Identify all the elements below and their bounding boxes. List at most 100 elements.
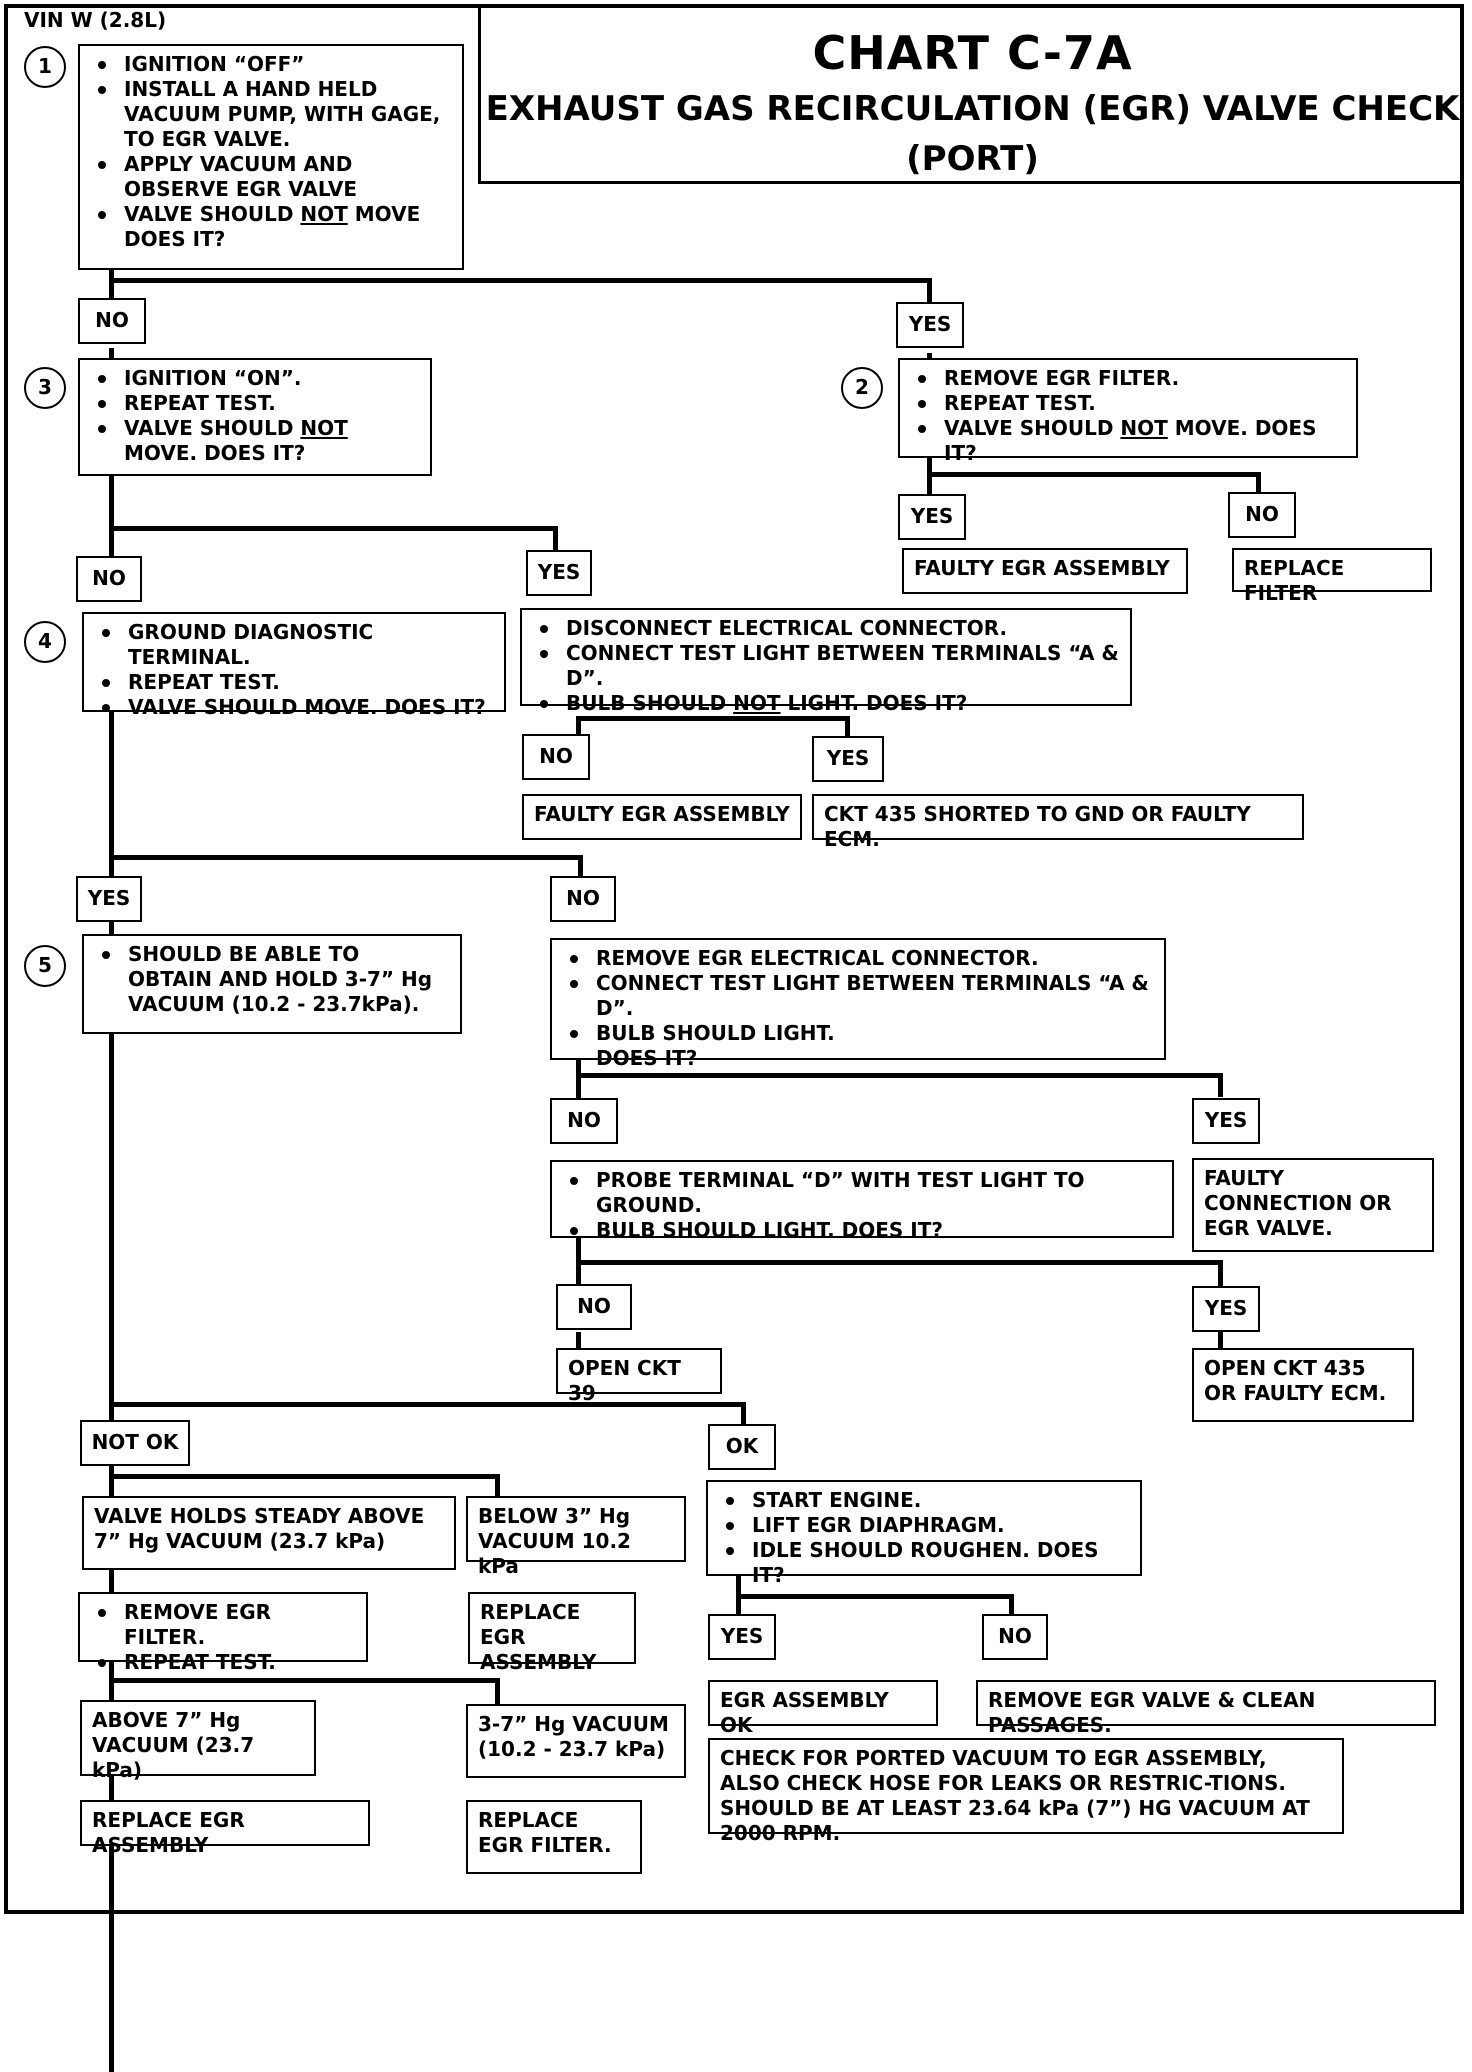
result-faulty-egr-1: FAULTY EGR ASSEMBLY bbox=[902, 548, 1188, 594]
step-2-item: REMOVE EGR FILTER. bbox=[910, 366, 1346, 391]
step-3-yes-label: YES bbox=[526, 550, 592, 596]
remove-filter-item: REMOVE EGR FILTER. bbox=[90, 1600, 356, 1650]
connector-line bbox=[576, 716, 850, 721]
remove-connector-yes-label: YES bbox=[1192, 1098, 1260, 1144]
connector-line bbox=[109, 475, 114, 559]
connector-line bbox=[495, 1678, 500, 1704]
connector-line bbox=[495, 1474, 500, 1496]
step-4-item: VALVE SHOULD MOVE. DOES IT? bbox=[94, 695, 494, 720]
step-1-item: IGNITION “OFF” bbox=[90, 52, 452, 77]
step-4-no-label: NO bbox=[550, 876, 616, 922]
connector-line bbox=[109, 712, 114, 2072]
connector-line bbox=[1218, 1332, 1223, 1348]
step-3-item: IGNITION “ON”. bbox=[90, 366, 420, 391]
step-2-question: VALVE SHOULD NOT MOVE. DOES IT? bbox=[910, 416, 1346, 466]
connector-line bbox=[927, 353, 932, 358]
result-ckt435-shorted: CKT 435 SHORTED TO GND OR FAULTY ECM. bbox=[812, 794, 1304, 851]
connector-line bbox=[1256, 472, 1261, 494]
start-engine-item: IDLE SHOULD ROUGHEN. DOES IT? bbox=[718, 1538, 1130, 1588]
remove-connector-box: REMOVE EGR ELECTRICAL CONNECTOR. CONNECT… bbox=[550, 938, 1166, 1070]
disconnect-yes-label: YES bbox=[812, 736, 884, 782]
connector-line bbox=[109, 278, 932, 283]
connector-line bbox=[109, 348, 114, 358]
step-2-no-label: NO bbox=[1228, 492, 1296, 538]
disconnect-no-label: NO bbox=[522, 734, 590, 780]
probe-item: PROBE TERMINAL “D” WITH TEST LIGHT TO GR… bbox=[562, 1168, 1162, 1218]
connector-line bbox=[736, 1576, 741, 1632]
result-faulty-egr-2: FAULTY EGR ASSEMBLY bbox=[522, 794, 802, 840]
connector-line bbox=[109, 270, 114, 302]
step-1-question: VALVE SHOULD NOT MOVE DOES IT? bbox=[90, 202, 452, 252]
step-4-item: GROUND DIAGNOSTIC TERMINAL. bbox=[94, 620, 494, 670]
remove-filter-item: REPEAT TEST. bbox=[90, 1650, 356, 1675]
result-remove-egr-valve: REMOVE EGR VALVE & CLEAN PASSAGES. bbox=[976, 1680, 1436, 1737]
chart-id: CHART C-7A bbox=[812, 26, 1133, 80]
step-3-question: VALVE SHOULD NOT MOVE. DOES IT? bbox=[90, 416, 420, 466]
step-3-no-label: NO bbox=[76, 556, 142, 602]
step-5-box: SHOULD BE ABLE TO OBTAIN AND HOLD 3-7” H… bbox=[82, 934, 462, 1034]
step-5-item: SHOULD BE ABLE TO OBTAIN AND HOLD 3-7” H… bbox=[94, 942, 450, 1017]
remove-connector-no-label: NO bbox=[550, 1098, 618, 1144]
chart-title: EXHAUST GAS RECIRCULATION (EGR) VALVE CH… bbox=[485, 89, 1460, 129]
step-1-no-label: NO bbox=[78, 298, 146, 344]
result-replace-egr-1: REPLACE EGR ASSEMBLY bbox=[468, 1592, 636, 1674]
disconnect-question: BULB SHOULD NOT LIGHT. DOES IT? bbox=[532, 691, 1120, 716]
step-3-circle: 3 bbox=[24, 367, 66, 409]
page-border bbox=[4, 4, 1464, 1914]
connector-line bbox=[109, 855, 583, 860]
step-4-box: GROUND DIAGNOSTIC TERMINAL. REPEAT TEST.… bbox=[82, 612, 506, 719]
disconnect-item: DISCONNECT ELECTRICAL CONNECTOR. bbox=[532, 616, 1120, 641]
step-4-item: REPEAT TEST. bbox=[94, 670, 494, 695]
result-replace-egr-filter: REPLACE EGR FILTER. bbox=[466, 1800, 642, 1874]
step-1-circle: 1 bbox=[24, 46, 66, 88]
step-2-box: REMOVE EGR FILTER. REPEAT TEST. VALVE SH… bbox=[898, 358, 1358, 465]
start-no-label: NO bbox=[982, 1614, 1048, 1660]
connector-line bbox=[576, 720, 581, 738]
connector-line bbox=[1218, 1073, 1223, 1097]
connector-line bbox=[109, 1402, 746, 1407]
connector-line bbox=[1009, 1594, 1014, 1620]
probe-terminal-box: PROBE TERMINAL “D” WITH TEST LIGHT TO GR… bbox=[550, 1160, 1174, 1242]
connector-line bbox=[576, 1260, 1223, 1265]
step-1-yes-label: YES bbox=[896, 302, 964, 348]
connector-line bbox=[576, 1073, 1223, 1078]
step-2-circle: 2 bbox=[841, 367, 883, 409]
result-check-ported-vacuum: CHECK FOR PORTED VACUUM TO EGR ASSEMBLY,… bbox=[708, 1738, 1344, 1845]
connector-line bbox=[109, 526, 558, 531]
result-replace-egr-2: REPLACE EGR ASSEMBLY bbox=[80, 1800, 370, 1857]
chart-subtitle: (PORT) bbox=[906, 139, 1039, 179]
step-4-yes-label: YES bbox=[76, 876, 142, 922]
disconnect-connector-box: DISCONNECT ELECTRICAL CONNECTOR. CONNECT… bbox=[520, 608, 1132, 715]
result-egr-assembly-ok: EGR ASSEMBLY OK bbox=[708, 1680, 938, 1737]
start-yes-label: YES bbox=[708, 1614, 776, 1660]
connector-line bbox=[927, 472, 1261, 477]
remove-connector-item: CONNECT TEST LIGHT BETWEEN TERMINALS “A … bbox=[562, 971, 1154, 1021]
connector-line bbox=[845, 716, 850, 736]
result-valve-holds-steady: VALVE HOLDS STEADY ABOVE 7” Hg VACUUM (2… bbox=[82, 1496, 456, 1570]
remove-filter-box: REMOVE EGR FILTER. REPEAT TEST. bbox=[78, 1592, 368, 1674]
connector-line bbox=[553, 526, 558, 554]
connector-line bbox=[109, 1678, 500, 1683]
step-1-item: INSTALL A HAND HELD VACUUM PUMP, WITH GA… bbox=[90, 77, 452, 152]
connector-line bbox=[576, 1332, 581, 1348]
step-1-box: IGNITION “OFF” INSTALL A HAND HELD VACUU… bbox=[78, 44, 464, 270]
result-faulty-connection: FAULTY CONNECTION OR EGR VALVE. bbox=[1192, 1158, 1434, 1252]
connector-line bbox=[109, 1474, 500, 1479]
vin-label: VIN W (2.8L) bbox=[24, 8, 167, 32]
connector-line bbox=[109, 1668, 114, 1674]
connector-line bbox=[576, 1060, 581, 1114]
egr-flowchart: VIN W (2.8L) CHART C-7A EXHAUST GAS RECI… bbox=[4, 4, 1464, 2072]
result-open-ckt39: OPEN CKT 39 bbox=[556, 1348, 722, 1405]
step-2-item: REPEAT TEST. bbox=[910, 391, 1346, 416]
step-2-yes-label: YES bbox=[898, 494, 966, 540]
step-3-item: REPEAT TEST. bbox=[90, 391, 420, 416]
start-engine-item: LIFT EGR DIAPHRAGM. bbox=[718, 1513, 1130, 1538]
connector-line bbox=[1218, 1260, 1223, 1286]
result-3-7-hg: 3-7” Hg VACUUM (10.2 - 23.7 kPa) bbox=[466, 1704, 686, 1778]
start-engine-box: START ENGINE. LIFT EGR DIAPHRAGM. IDLE S… bbox=[706, 1480, 1142, 1587]
step-4-circle: 4 bbox=[24, 621, 66, 663]
connector-line bbox=[741, 1402, 746, 1428]
connector-line bbox=[927, 278, 932, 306]
remove-connector-item: BULB SHOULD LIGHT. bbox=[562, 1021, 1154, 1046]
result-replace-filter: REPLACE FILTER bbox=[1232, 548, 1432, 605]
